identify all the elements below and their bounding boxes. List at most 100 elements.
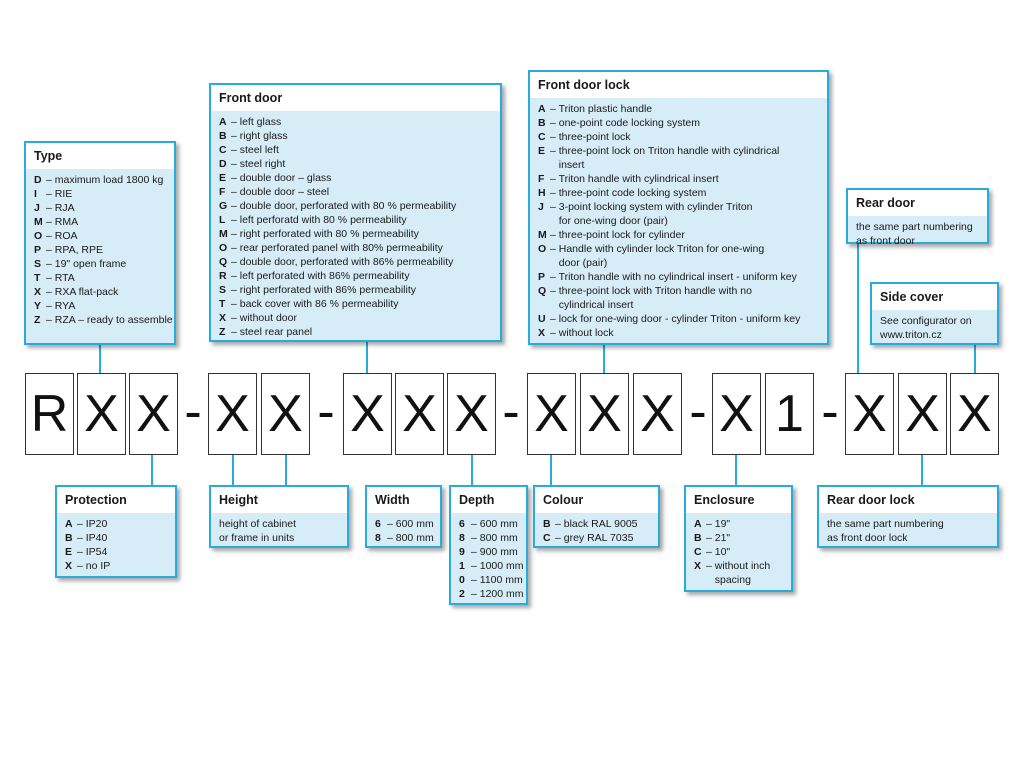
- option-code: [538, 214, 550, 228]
- option-row: D– steel right: [219, 157, 492, 171]
- option-row: G– double door, perforated with 80 % per…: [219, 199, 492, 213]
- code-char: X: [580, 373, 629, 455]
- option-row: T– back cover with 86 % permeability: [219, 297, 492, 311]
- code-char: X: [395, 373, 444, 455]
- rear-door-lock-line: as front door lock: [827, 532, 908, 544]
- option-code: O: [538, 243, 547, 255]
- option-code: F: [219, 186, 226, 198]
- type-title: Type: [26, 143, 174, 169]
- code-char: X: [845, 373, 894, 455]
- option-code: E: [538, 145, 546, 157]
- rear-door-line: as front door: [856, 235, 915, 247]
- code-dash: -: [821, 383, 839, 441]
- option-description: – maximum load 1800 kg: [46, 174, 164, 186]
- option-code: [538, 298, 550, 312]
- option-code: X: [694, 560, 702, 572]
- option-description: – 19": [706, 518, 731, 530]
- option-row: Z– steel rear panel: [219, 325, 492, 339]
- option-row: E– double door – glass: [219, 171, 492, 185]
- option-description: – RYA: [46, 300, 76, 312]
- option-code: T: [34, 272, 41, 284]
- rear-door-lock-text: the same part numbering as front door lo…: [819, 513, 997, 549]
- option-row: C – three-point lock: [538, 130, 819, 144]
- option-description: – three-point lock with Triton handle wi…: [550, 285, 752, 297]
- rear-door-line: the same part numbering: [856, 221, 973, 233]
- option-row: X – without door: [219, 311, 492, 325]
- side-cover-text: See configurator on www.triton.cz: [872, 310, 997, 346]
- option-row: F– double door – steel: [219, 185, 492, 199]
- option-description: for one-wing door (pair): [550, 215, 668, 227]
- option-description: – no IP: [77, 560, 111, 572]
- side-cover-title: Side cover: [872, 284, 997, 310]
- option-description: – three-point lock: [550, 131, 631, 143]
- code-char: X: [208, 373, 257, 455]
- option-description: – left perforatd with 80 % permeability: [231, 214, 407, 226]
- option-row: P– Triton handle with no cylindrical ins…: [538, 270, 819, 284]
- option-row: B– right glass: [219, 129, 492, 143]
- option-row: for one-wing door (pair): [538, 214, 819, 228]
- code-dash: -: [689, 383, 707, 441]
- option-row: insert: [538, 158, 819, 172]
- option-row: P– RPA, RPE: [34, 243, 166, 257]
- option-row: B– 21": [694, 531, 783, 545]
- option-description: – grey RAL 7035: [555, 532, 634, 544]
- option-row: Q– double door, perforated with 86% perm…: [219, 255, 492, 269]
- option-code: U: [538, 313, 546, 325]
- rear-door-lock-box: Rear door lock the same part numbering a…: [817, 485, 999, 548]
- option-description: – Handle with cylinder lock Triton for o…: [550, 243, 765, 255]
- option-description: – 800 mm: [471, 532, 518, 544]
- option-code: C: [538, 131, 546, 143]
- option-code: Y: [34, 300, 42, 312]
- option-row: R– left perforated with 86% permeability: [219, 269, 492, 283]
- option-row: E– IP54: [65, 545, 167, 559]
- height-box: Height height of cabinet or frame in uni…: [209, 485, 349, 548]
- option-row: M– three-point lock for cylinder: [538, 228, 819, 242]
- option-code: 9: [459, 546, 465, 558]
- colour-title: Colour: [535, 487, 658, 513]
- option-code: C: [543, 532, 551, 544]
- option-code: A: [538, 103, 546, 115]
- option-code: [538, 158, 550, 172]
- option-code: D: [34, 174, 42, 186]
- option-row: J– RJA: [34, 201, 166, 215]
- option-code: X: [219, 312, 227, 324]
- code-char: X: [261, 373, 310, 455]
- option-description: – right glass: [231, 130, 288, 142]
- option-description: – left perforated with 86% permeability: [231, 270, 410, 282]
- option-code: A: [694, 518, 702, 530]
- option-row: 6– 600 mm: [375, 517, 434, 531]
- option-row: E– three-point lock on Triton handle wit…: [538, 144, 819, 158]
- option-code: 6: [459, 518, 465, 530]
- option-code: X: [538, 327, 546, 339]
- code-char: X: [343, 373, 392, 455]
- option-row: Q– three-point lock with Triton handle w…: [538, 284, 819, 298]
- option-code: E: [65, 546, 73, 558]
- option-description: – double door, perforated with 86% perme…: [231, 256, 454, 268]
- option-row: C – grey RAL 7035: [543, 531, 650, 545]
- option-description: – without door: [231, 312, 297, 324]
- option-description: – 10": [706, 546, 731, 558]
- option-description: – right perforated with 80 % permeabilit…: [231, 228, 419, 240]
- option-code: B: [538, 117, 546, 129]
- rear-door-lock-line: the same part numbering: [827, 518, 944, 530]
- option-description: cylindrical insert: [550, 299, 634, 311]
- option-code: S: [34, 258, 42, 270]
- option-row: A – 19": [694, 517, 783, 531]
- code-char: R: [25, 373, 74, 455]
- height-title: Height: [211, 487, 347, 513]
- option-code: O: [34, 230, 43, 242]
- option-row: M– right perforated with 80 % permeabili…: [219, 227, 492, 241]
- option-description: – 900 mm: [471, 546, 518, 558]
- option-row: cylindrical insert: [538, 298, 819, 312]
- option-code: G: [219, 200, 228, 212]
- option-description: – 3-point locking system with cylinder T…: [550, 201, 753, 213]
- option-description: – RPA, RPE: [46, 244, 103, 256]
- option-code: S: [219, 284, 227, 296]
- height-text: height of cabinet or frame in units: [211, 513, 347, 549]
- option-code: C: [219, 144, 227, 156]
